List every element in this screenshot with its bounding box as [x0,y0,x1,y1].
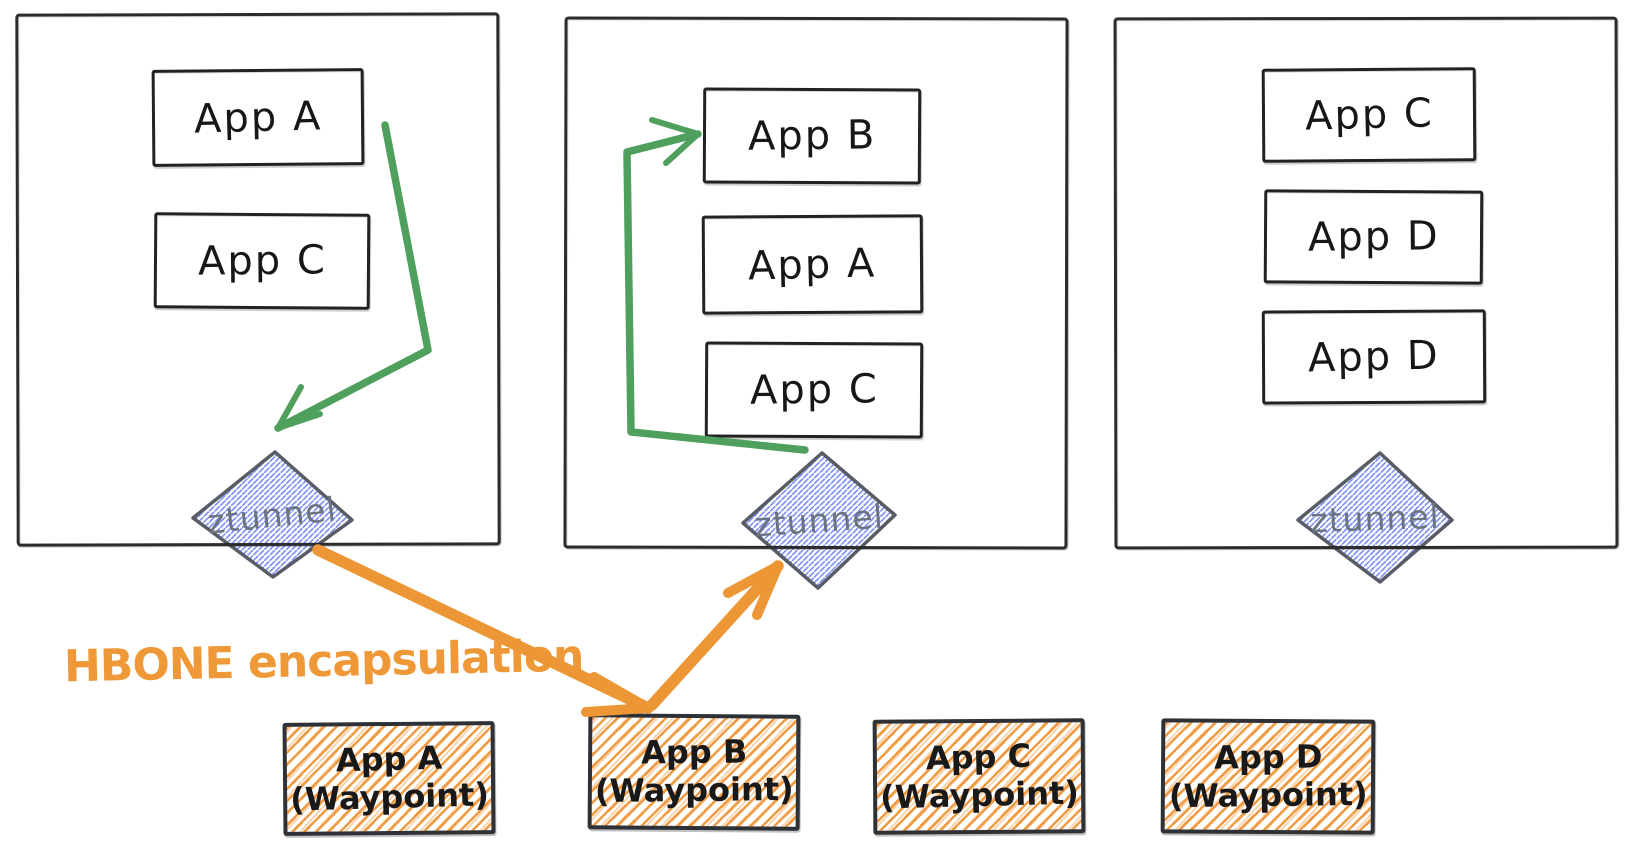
waypoint-app-label: App A [335,738,443,780]
waypoint-role-label: (Waypoint) [594,769,794,811]
node-3-app-box-2: App D [1261,309,1487,405]
node-3-app-box-1: App D [1263,189,1484,285]
arrowhead [589,672,653,713]
waypoint-app-label: App B [640,732,748,772]
arrowhead [723,561,783,598]
node-1-app-box-0: App A [151,68,365,167]
app-label: App C [1304,90,1434,140]
node-3-app-box-0: App C [1261,67,1477,163]
app-label: App A [193,92,323,143]
node-2-app-box-1: App A [701,214,924,315]
arrowhead [752,561,783,620]
node-2-app-box-0: App B [702,87,922,185]
app-label: App D [1307,332,1441,382]
waypoint-role-label: (Waypoint) [289,774,490,819]
waypoint-app-label: App C [925,736,1032,778]
app-label: App C [749,366,879,414]
waypoint-role-label: (Waypoint) [879,773,1079,816]
app-label: App D [1307,213,1440,261]
app-label: App C [197,237,327,285]
waypoint-box-app-d: App D (Waypoint) [1160,718,1376,835]
orange-arrow-waypointB-to-ztunnel2 [646,560,784,711]
waypoint-box-app-a: App A (Waypoint) [282,721,496,836]
orange-arrow-ztunnel1-to-waypointB [312,544,654,717]
node-2-app-box-2: App C [704,341,924,439]
arrowhead [581,703,653,717]
ztunnel-label-node-3: ztunnel [1309,496,1441,541]
waypoint-role-label: (Waypoint) [1168,774,1368,815]
waypoint-box-app-b: App B (Waypoint) [587,713,801,831]
waypoint-app-label: App D [1213,737,1323,777]
waypoint-box-app-c: App C (Waypoint) [872,718,1086,835]
arrow-shaft [646,560,784,711]
node-1-app-box-1: App C [153,212,371,310]
app-label: App B [747,112,877,160]
app-label: App A [747,239,878,290]
hbone-encapsulation-label: HBONE encapsulation [63,630,584,693]
